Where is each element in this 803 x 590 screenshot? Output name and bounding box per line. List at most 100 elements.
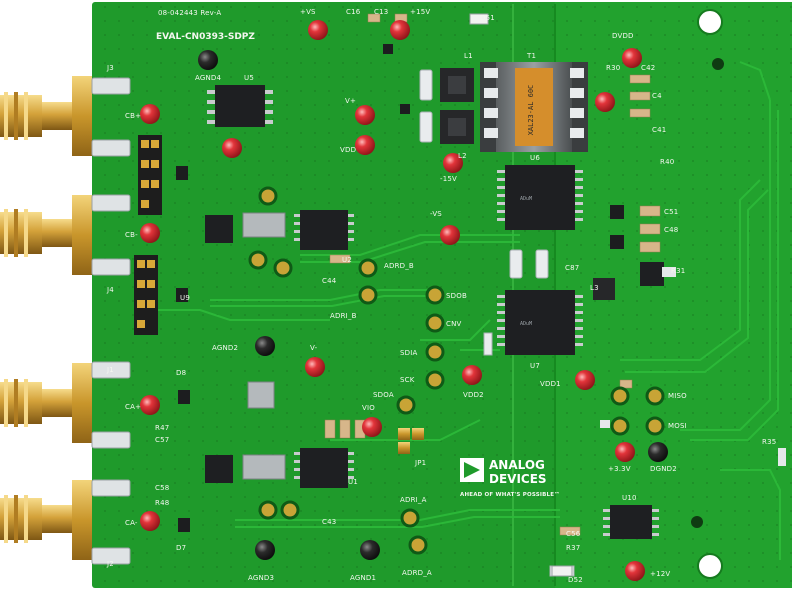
- test-point-ca-pos[interactable]: [140, 395, 160, 415]
- right-edge-pads: [600, 267, 786, 466]
- label-m15v: -15V: [440, 175, 457, 183]
- label-d8: D8: [176, 369, 186, 377]
- label-adrd-b: ADRD_B: [384, 262, 414, 270]
- label-c87: C87: [565, 264, 579, 272]
- test-point-agnd2[interactable]: [255, 336, 275, 356]
- label-sdia: SDIA: [400, 349, 418, 357]
- red-test-points[interactable]: [140, 20, 645, 581]
- test-point-dvdd[interactable]: [622, 48, 642, 68]
- test-point-vdd1[interactable]: [575, 370, 595, 390]
- label-vm: V-: [310, 344, 318, 352]
- label-d51: D51: [480, 14, 495, 22]
- label-l3: L3: [590, 284, 599, 292]
- logo-brand-line2: DEVICES: [489, 472, 547, 486]
- transformer-marking: XAL23-AL 60C: [527, 85, 535, 136]
- test-point-vdd[interactable]: [355, 135, 375, 155]
- ic-u7-marking: ADuM: [520, 321, 532, 327]
- label-p12v: +12V: [650, 570, 670, 578]
- label-vdd1: VDD1: [540, 380, 561, 388]
- label-sdob: SDOB: [446, 292, 467, 300]
- board-name: EVAL-CN0393-SDPZ: [156, 32, 255, 42]
- label-agnd3: AGND3: [248, 574, 274, 582]
- label-jp1: JP1: [414, 459, 426, 467]
- logo-brand-line1: ANALOG: [489, 458, 545, 472]
- sma-connector-j4[interactable]: [0, 194, 131, 276]
- label-mosi: MOSI: [668, 422, 687, 430]
- test-point-p15v[interactable]: [390, 20, 410, 40]
- label-u9: U9: [180, 294, 190, 302]
- label-c41: C41: [652, 126, 666, 134]
- label-ca-neg: CA-: [125, 519, 138, 527]
- sma-connector-j2[interactable]: [0, 479, 131, 565]
- black-test-points[interactable]: [198, 50, 668, 560]
- label-d7: D7: [176, 544, 186, 552]
- test-point-cb-neg[interactable]: [140, 223, 160, 243]
- label-u2: U2: [342, 256, 352, 264]
- ic-u10: [603, 505, 659, 539]
- label-cb-neg: CB-: [125, 231, 138, 239]
- label-l2: L2: [458, 152, 467, 160]
- label-c13: C13: [374, 8, 388, 16]
- label-c44: C44: [322, 277, 337, 285]
- label-adrd-a: ADRD_A: [402, 569, 432, 577]
- test-point-agnd1[interactable]: [360, 540, 380, 560]
- silkscreen-labels: 08-042443 Rev-A EVAL-CN0393-SDPZ J3 J4 J…: [106, 8, 776, 584]
- routing-traces: [140, 61, 781, 560]
- jumper-jp1[interactable]: [398, 428, 424, 454]
- ic-u1: [294, 448, 354, 488]
- label-c42: C42: [641, 64, 655, 72]
- test-point-vio[interactable]: [362, 417, 382, 437]
- smd-parts: [176, 44, 624, 532]
- test-point-ca-neg[interactable]: [140, 511, 160, 531]
- label-adri-a: ADRI_A: [400, 496, 427, 504]
- label-u7: U7: [530, 362, 540, 370]
- label-vvs: +VS: [300, 8, 316, 16]
- test-point-agnd3[interactable]: [255, 540, 275, 560]
- test-point-vp[interactable]: [355, 105, 375, 125]
- ic-u6-marking: ADuM: [520, 196, 532, 202]
- label-r40: R40: [660, 158, 674, 166]
- ic-u6: ADuM: [497, 165, 583, 230]
- label-r47: R47: [155, 424, 169, 432]
- ic-u7: ADuM: [497, 290, 583, 355]
- label-agnd1: AGND1: [350, 574, 376, 582]
- test-point-red-right[interactable]: [595, 92, 615, 112]
- label-vio: VIO: [362, 404, 375, 412]
- label-dvdd: DVDD: [612, 32, 634, 40]
- test-point-vvs[interactable]: [308, 20, 328, 40]
- test-point-vm[interactable]: [305, 357, 325, 377]
- label-ca-pos: CA+: [125, 403, 141, 411]
- label-t1: T1: [526, 52, 536, 60]
- label-p3v3: +3.3V: [608, 465, 631, 473]
- sma-connector-j3[interactable]: [0, 76, 131, 157]
- inductor-l3: [593, 278, 615, 300]
- test-point-m-vs[interactable]: [440, 225, 460, 245]
- test-point-p12v[interactable]: [625, 561, 645, 581]
- jumper-header-lower[interactable]: [134, 255, 158, 335]
- test-point-dgnd2[interactable]: [648, 442, 668, 462]
- test-point-cb-pos[interactable]: [140, 104, 160, 124]
- test-point-m15v[interactable]: [443, 153, 463, 173]
- mounting-holes: [691, 9, 724, 579]
- ic-small-left-upper: [205, 215, 233, 243]
- label-c57: C57: [155, 436, 169, 444]
- label-r48: R48: [155, 499, 169, 507]
- test-point-vdd2[interactable]: [462, 365, 482, 385]
- test-point-p3v3[interactable]: [615, 442, 635, 462]
- test-point-agnd4[interactable]: [198, 50, 218, 70]
- tan-capacitors: [324, 13, 661, 536]
- label-c56: C56: [566, 530, 581, 538]
- through-hole-pads: [248, 186, 665, 555]
- led-d51: [469, 13, 489, 25]
- analog-devices-logo: ANALOG DEVICES AHEAD OF WHAT'S POSSIBLE™: [460, 458, 560, 498]
- jumper-header-upper[interactable]: [138, 135, 162, 215]
- sma-connector-j1[interactable]: [0, 361, 131, 449]
- logo-tagline: AHEAD OF WHAT'S POSSIBLE™: [460, 491, 560, 498]
- label-r37: R37: [566, 544, 580, 552]
- test-point-red-u5[interactable]: [222, 138, 242, 158]
- label-m-vs: -VS: [430, 210, 442, 218]
- label-r35: R35: [762, 438, 776, 446]
- label-u5: U5: [244, 74, 254, 82]
- label-sdoa: SDOA: [373, 391, 394, 399]
